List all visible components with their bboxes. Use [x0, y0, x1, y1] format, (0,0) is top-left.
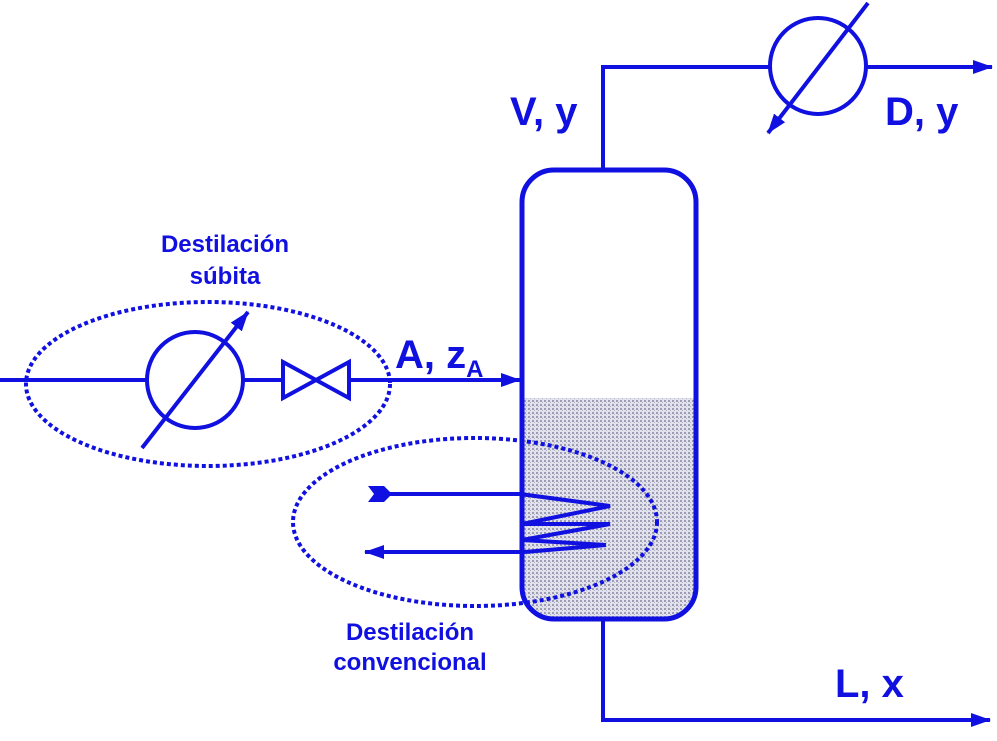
bottoms-label: L, x — [835, 662, 904, 706]
flash-label-line2: súbita — [190, 263, 261, 290]
valve-icon — [281, 358, 351, 402]
conventional-region-ellipse — [291, 436, 659, 608]
column-liquid — [522, 398, 696, 619]
feed-label-subscript: A — [466, 356, 483, 383]
flash-label-line1: Destilación — [161, 231, 289, 258]
condenser-icon — [766, 1, 870, 135]
feed-label: A, zA — [395, 333, 483, 383]
distillate-label: D, y — [885, 90, 959, 134]
heat-exchanger-icon — [140, 310, 250, 450]
heating-coil-icon — [364, 486, 611, 559]
vapor-label: V, y — [510, 90, 578, 134]
flash-region-ellipse — [24, 300, 392, 468]
overhead-line — [601, 60, 993, 170]
column-shell — [519, 167, 699, 622]
distillation-column — [519, 167, 699, 622]
conventional-label-line1: Destilación — [346, 619, 474, 646]
bottoms-line — [601, 619, 991, 727]
conventional-label-line2: convencional — [333, 649, 486, 676]
feed-label-main: A, z — [395, 333, 466, 377]
